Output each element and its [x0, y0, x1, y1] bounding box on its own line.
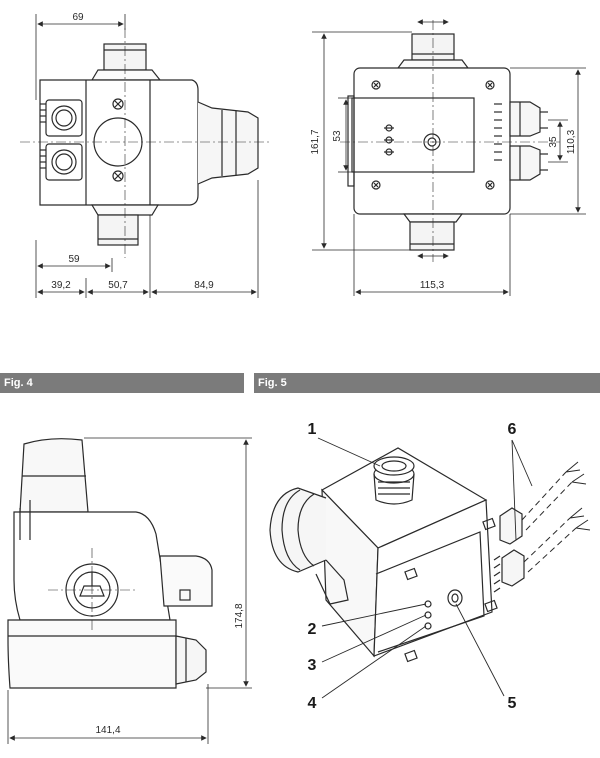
- front-view: [39, 43, 259, 246]
- callout-1: 1: [308, 421, 317, 438]
- callout-3: 3: [308, 657, 317, 674]
- back-view: [347, 33, 548, 251]
- dim-back-161-7: 161,7: [310, 129, 321, 154]
- dim-side-174-8: 174,8: [234, 603, 245, 628]
- dim-front-59: 59: [68, 254, 80, 265]
- dim-front-84-9: 84,9: [194, 280, 214, 291]
- dim-back-110-3: 110,3: [566, 129, 577, 154]
- fig4-label-bar: Fig. 4: [0, 373, 244, 393]
- dim-back-35: 35: [548, 136, 559, 148]
- fig5-label-bar: Fig. 5: [254, 373, 600, 393]
- fig5-label: Fig. 5: [258, 377, 287, 389]
- dim-front-50-7: 50,7: [108, 280, 128, 291]
- dim-front-69: 69: [72, 12, 84, 23]
- callout-6: 6: [508, 421, 517, 438]
- dim-side-141-4: 141,4: [95, 725, 120, 736]
- callout-2: 2: [308, 621, 317, 638]
- callout-5: 5: [508, 695, 517, 712]
- fig4-label: Fig. 4: [4, 377, 33, 389]
- dim-back-115-3: 115,3: [420, 280, 445, 291]
- dim-back-53: 53: [332, 130, 343, 142]
- dim-front-39-2: 39,2: [51, 280, 71, 291]
- side-view: [7, 438, 213, 689]
- callout-4: 4: [308, 695, 317, 712]
